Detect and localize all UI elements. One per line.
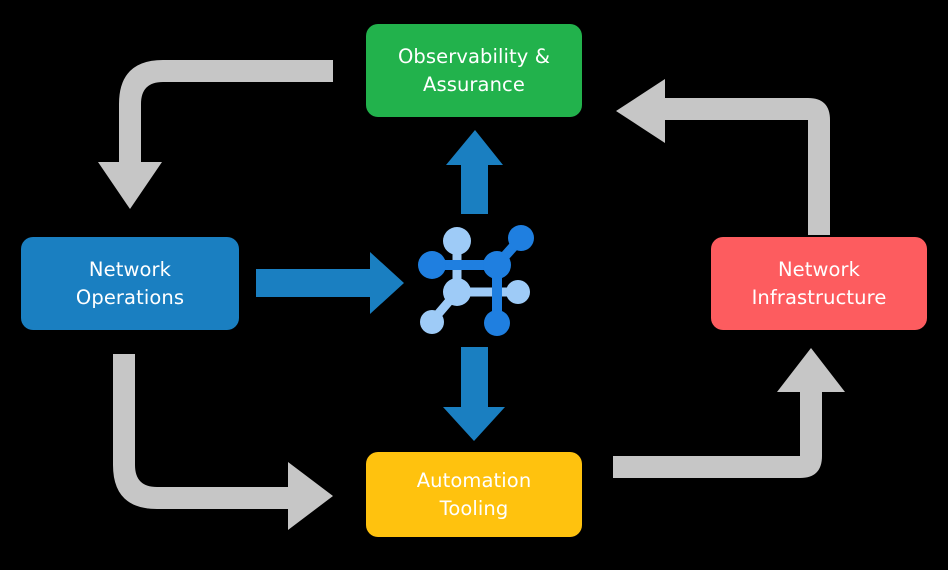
gray-arrow-observability-to-operations[interactable] — [98, 60, 333, 209]
blue-arrow-center-to-automation[interactable] — [443, 347, 505, 441]
node-box-network-operations[interactable]: Network Operations — [21, 237, 239, 330]
topology-secondary-nodes — [420, 227, 530, 334]
topology-primary-links — [427, 233, 526, 327]
gray-arrow-infrastructure-to-observability[interactable] — [616, 79, 830, 235]
node-label-network-infrastructure: Network Infrastructure — [751, 257, 887, 309]
node-label-automation-tooling: Automation Tooling — [416, 468, 532, 520]
topology-primary-nodes — [418, 225, 534, 336]
blue-arrow-operations-to-center[interactable] — [256, 252, 404, 314]
node-box-observability[interactable]: Observability & Assurance — [366, 24, 582, 117]
node-box-automation-tooling[interactable]: Automation Tooling — [366, 452, 582, 537]
gray-arrow-operations-to-automation[interactable] — [113, 354, 333, 530]
node-label-network-operations: Network Operations — [75, 257, 185, 309]
topology-secondary-links — [428, 238, 519, 325]
gray-arrow-automation-to-infrastructure[interactable] — [613, 348, 845, 478]
blue-arrow-center-to-observability[interactable] — [446, 130, 503, 214]
node-label-observability: Observability & Assurance — [397, 44, 551, 96]
node-box-network-infrastructure[interactable]: Network Infrastructure — [711, 237, 927, 330]
